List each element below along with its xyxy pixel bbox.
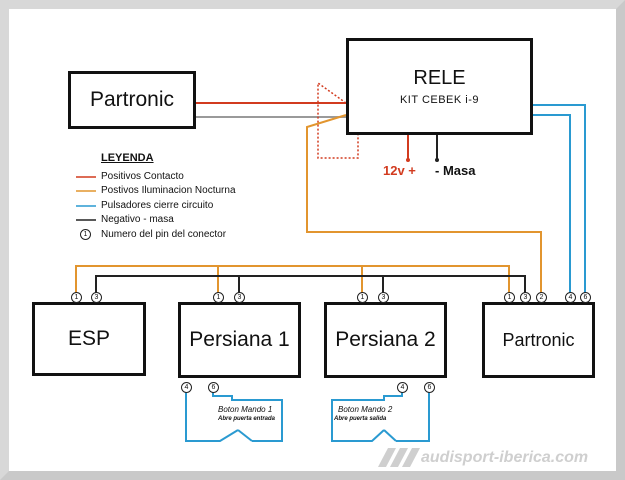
- legend-pin-note: Numero del pin del conector: [101, 229, 227, 240]
- wire-blue-rele-pin4: [533, 114, 571, 293]
- pin-persiana1-4: 4: [181, 382, 192, 393]
- partronic-top-label: Partronic: [89, 88, 175, 111]
- partronic-box-bottom: Partronic: [482, 302, 595, 378]
- partronic-bottom-label: Partronic: [502, 329, 575, 350]
- wire-blue-button1-right: [212, 391, 283, 442]
- wire-red-dotted-arrow: [317, 81, 359, 159]
- pin-partronic-2: 2: [536, 292, 547, 303]
- persiana1-label: Persiana 1: [189, 328, 290, 351]
- persiana2-box: Persiana 2: [324, 302, 447, 378]
- pin-persiana2-6: 6: [424, 382, 435, 393]
- esp-label: ESP: [67, 327, 111, 350]
- pin-partronic-1: 1: [504, 292, 515, 303]
- watermark-logo-icon: [378, 448, 420, 467]
- wire-blue-button2-left: [331, 391, 403, 442]
- partronic-box-top: Partronic: [68, 71, 196, 129]
- pin-partronic-3: 3: [520, 292, 531, 303]
- rele-title: RELE: [413, 67, 466, 89]
- legend-item-blue: Pulsadores cierre circuito: [101, 200, 214, 211]
- wire-blue-button2-right: [396, 391, 430, 442]
- wire-blue-rele-pin6: [533, 104, 586, 293]
- pin-persiana1-1: 1: [213, 292, 224, 303]
- rele-box: RELE KIT CEBEK i-9: [346, 38, 533, 135]
- wire-blue-button1-left: [185, 391, 239, 442]
- button1-contact: [237, 429, 253, 442]
- power-masa-label: - Masa: [435, 163, 476, 178]
- legend-item-orange: Postivos Iluminacion Nocturna: [101, 185, 236, 196]
- wire-orange-bus: [75, 265, 510, 293]
- terminal-masa: [435, 158, 439, 162]
- persiana1-box: Persiana 1: [178, 302, 301, 378]
- pin-esp-1: 1: [71, 292, 82, 303]
- wire-orange-rele-partronic: [306, 114, 542, 293]
- esp-box: ESP: [32, 302, 146, 376]
- pin-persiana1-3: 3: [234, 292, 245, 303]
- button1-title: Boton Mando 1: [218, 405, 273, 414]
- legend-title: LEYENDA: [101, 152, 154, 164]
- legend-item-black: Negativo - masa: [101, 214, 174, 225]
- button1-subtitle: Abre puerta entrada: [218, 416, 276, 422]
- rele-subtitle: KIT CEBEK i-9: [399, 94, 480, 106]
- power-12v-label: 12v +: [383, 163, 416, 178]
- pin-persiana2-3: 3: [378, 292, 389, 303]
- pin-partronic-4: 4: [565, 292, 576, 303]
- button2-contact: [383, 429, 397, 442]
- pin-partronic-6: 6: [580, 292, 591, 303]
- legend-item-red: Positivos Contacto: [101, 171, 184, 182]
- watermark-text: audisport-iberica.com: [421, 449, 589, 466]
- persiana2-label: Persiana 2: [335, 328, 436, 351]
- button2-subtitle: Abre puerta salida: [334, 416, 387, 422]
- pin-persiana2-4: 4: [397, 382, 408, 393]
- pin-persiana2-1: 1: [357, 292, 368, 303]
- terminal-12v: [406, 158, 410, 162]
- wire-black-bus: [95, 275, 526, 293]
- pin-persiana1-6: 6: [208, 382, 219, 393]
- button2-title: Boton Mando 2: [338, 405, 393, 414]
- legend-pin-symbol-icon: 1: [80, 229, 91, 240]
- pin-esp-3: 3: [91, 292, 102, 303]
